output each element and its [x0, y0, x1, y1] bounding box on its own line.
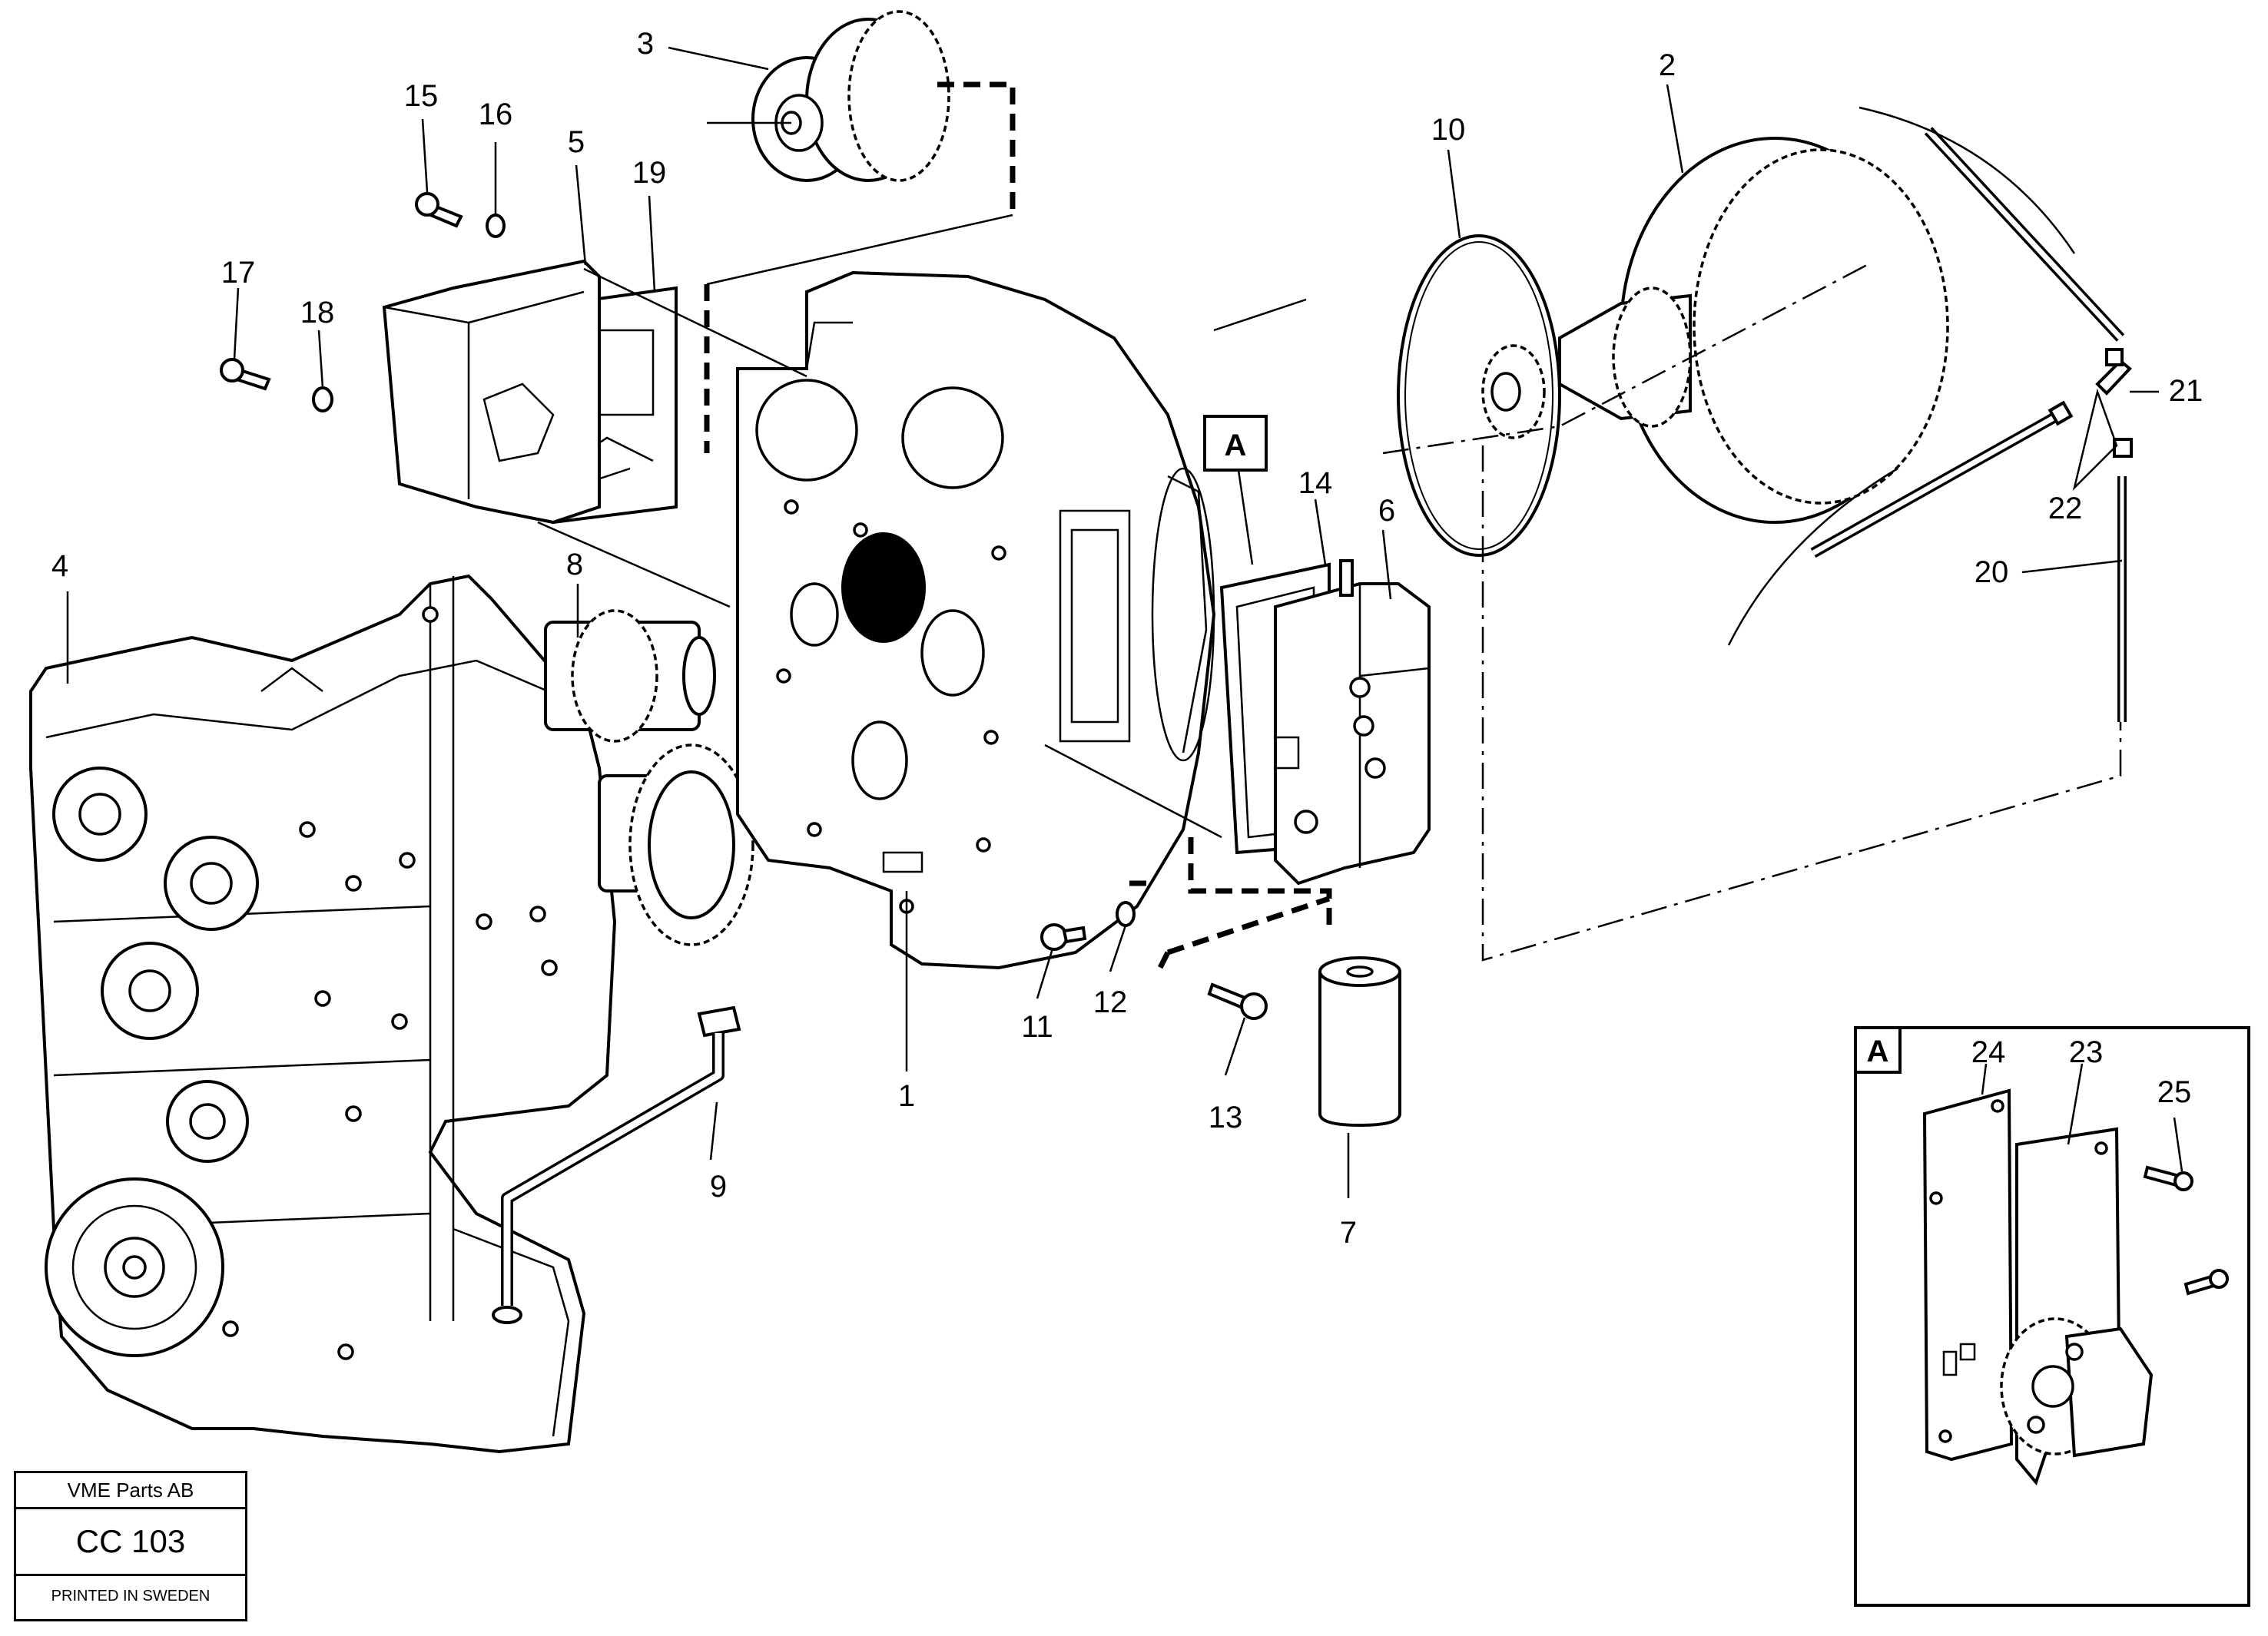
callout-19: 19: [632, 156, 667, 190]
part-20-hose: [1810, 127, 2127, 722]
part-2-torque-converter: [1481, 137, 1949, 524]
leader-lines: [66, 46, 2183, 1198]
callout-6: 6: [1378, 494, 1395, 528]
callout-15: 15: [404, 79, 439, 113]
callout-10: 10: [1431, 113, 1466, 147]
part-8-gear-cluster: [544, 609, 754, 946]
callout-18: 18: [300, 296, 335, 330]
callout-3: 3: [637, 27, 654, 61]
callout-9: 9: [710, 1170, 727, 1204]
callout-7: 7: [1340, 1216, 1357, 1250]
callout-2: 2: [1659, 48, 1676, 82]
callout-25: 25: [2157, 1075, 2192, 1109]
callout-5: 5: [568, 125, 585, 159]
callout-23: 23: [2069, 1035, 2104, 1069]
part-5-valve-body: [382, 259, 601, 525]
part-13-bolt: [1207, 982, 1268, 1020]
callout-13: 13: [1209, 1101, 1243, 1134]
callout-12: 12: [1093, 985, 1128, 1019]
callout-11: 11: [1021, 1010, 1053, 1044]
callout-1: 1: [898, 1079, 915, 1113]
detail-a-label: A: [1867, 1035, 1889, 1068]
stamp-code: CC 103: [16, 1509, 245, 1576]
part-10-o-ring: [1397, 234, 1561, 557]
title-stamp: VME Parts AB CC 103 PRINTED IN SWEDEN: [14, 1471, 247, 1621]
part-9-pipe: [492, 1005, 741, 1324]
callout-21: 21: [2169, 374, 2203, 408]
part-1-gearcase-cover: [736, 270, 1216, 970]
callout-20: 20: [1975, 555, 2009, 589]
stamp-company: VME Parts AB: [16, 1473, 245, 1509]
part-18-washer: [312, 386, 333, 412]
part-7-oil-filter: [1318, 956, 1401, 1128]
view-a-label: A: [1225, 429, 1247, 462]
stamp-printed: PRINTED IN SWEDEN: [51, 1587, 211, 1605]
part-12-seal: [1116, 901, 1136, 927]
part-11-plug: [1040, 923, 1087, 951]
callout-8: 8: [566, 548, 583, 581]
part-6-control-valve: [1274, 559, 1431, 886]
part-4-transmission-housing: [29, 574, 617, 1454]
view-a-marker: A: [1203, 415, 1268, 472]
callout-labels: 1 2 3 4 5 6 7 8 9 10 11 12 13 14 15 16 1…: [51, 27, 2203, 1250]
callout-4: 4: [51, 549, 68, 583]
part-21-connector: [2048, 348, 2133, 458]
callout-16: 16: [479, 98, 513, 131]
part-17-bolt: [220, 358, 271, 391]
callout-22: 22: [2048, 492, 2083, 525]
assembly-dashed-lines: [537, 81, 2122, 969]
callout-24: 24: [1971, 1035, 2006, 1069]
callout-14: 14: [1298, 466, 1333, 500]
callout-17: 17: [221, 256, 256, 290]
part-16-washer: [486, 214, 506, 238]
part-3-pump-gear: [751, 10, 950, 182]
part-15-bolt: [415, 192, 463, 228]
detail-a-inset: [1854, 1026, 2250, 1607]
